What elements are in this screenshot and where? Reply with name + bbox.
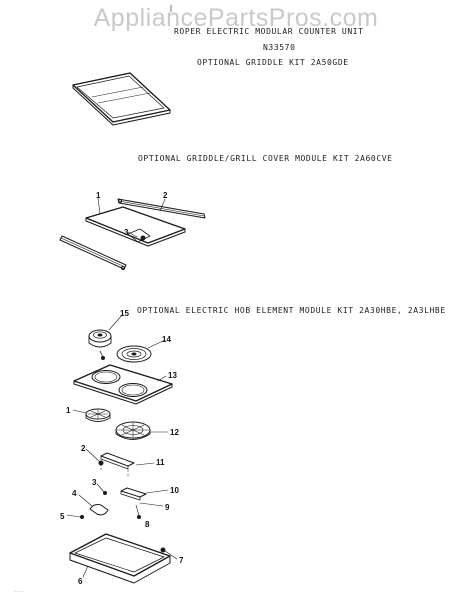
callout-1-hob: 1	[66, 406, 71, 415]
section-title-hob: OPTIONAL ELECTRIC HOB ELEMENT MODULE KIT…	[137, 306, 446, 315]
cover-rail-top	[118, 199, 205, 218]
callout-8: 8	[145, 520, 150, 529]
callout-14: 14	[162, 335, 171, 344]
callout-4: 4	[72, 489, 77, 498]
cover-panel	[86, 198, 185, 246]
footer-code: ----	[14, 589, 24, 594]
hob-base-tray	[70, 534, 177, 583]
callout-2-rail: 2	[163, 191, 168, 200]
callout-15: 15	[120, 309, 129, 318]
callout-5: 5	[60, 512, 65, 521]
callout-12: 12	[170, 428, 179, 437]
callout-3-handle: 3	[124, 228, 129, 237]
hob-element-small	[89, 314, 123, 360]
hob-mounting-bracket	[86, 449, 154, 478]
callout-9: 9	[165, 503, 170, 512]
hob-support-pan-right	[116, 422, 168, 440]
header-line-1: ROPER ELECTRIC MODULAR COUNTER UNIT	[174, 27, 364, 36]
griddle-plate	[73, 73, 170, 125]
watermark: AppliancePartsPros.com	[93, 4, 379, 32]
callout-11: 11	[156, 458, 165, 467]
callout-7: 7	[179, 556, 184, 565]
callout-6: 6	[78, 577, 83, 586]
header-line-2: N33570	[263, 43, 296, 52]
callout-2-hob: 2	[81, 444, 86, 453]
callout-1-cover: 1	[96, 191, 101, 200]
callout-13: 13	[168, 371, 177, 380]
callout-10: 10	[170, 486, 179, 495]
section-title-griddle-grill: OPTIONAL GRIDDLE/GRILL COVER MODULE KIT …	[138, 154, 393, 163]
callout-3-hob: 3	[92, 478, 97, 487]
hob-terminal-parts	[97, 484, 168, 519]
hob-element-large	[117, 340, 165, 362]
cover-rail-bottom	[60, 236, 126, 270]
hob-switch-knob	[67, 495, 108, 519]
hob-top-frame	[74, 365, 172, 404]
header-line-3: OPTIONAL GRIDDLE KIT 2A50GDE	[197, 58, 349, 67]
hob-support-pan-left	[73, 409, 110, 422]
